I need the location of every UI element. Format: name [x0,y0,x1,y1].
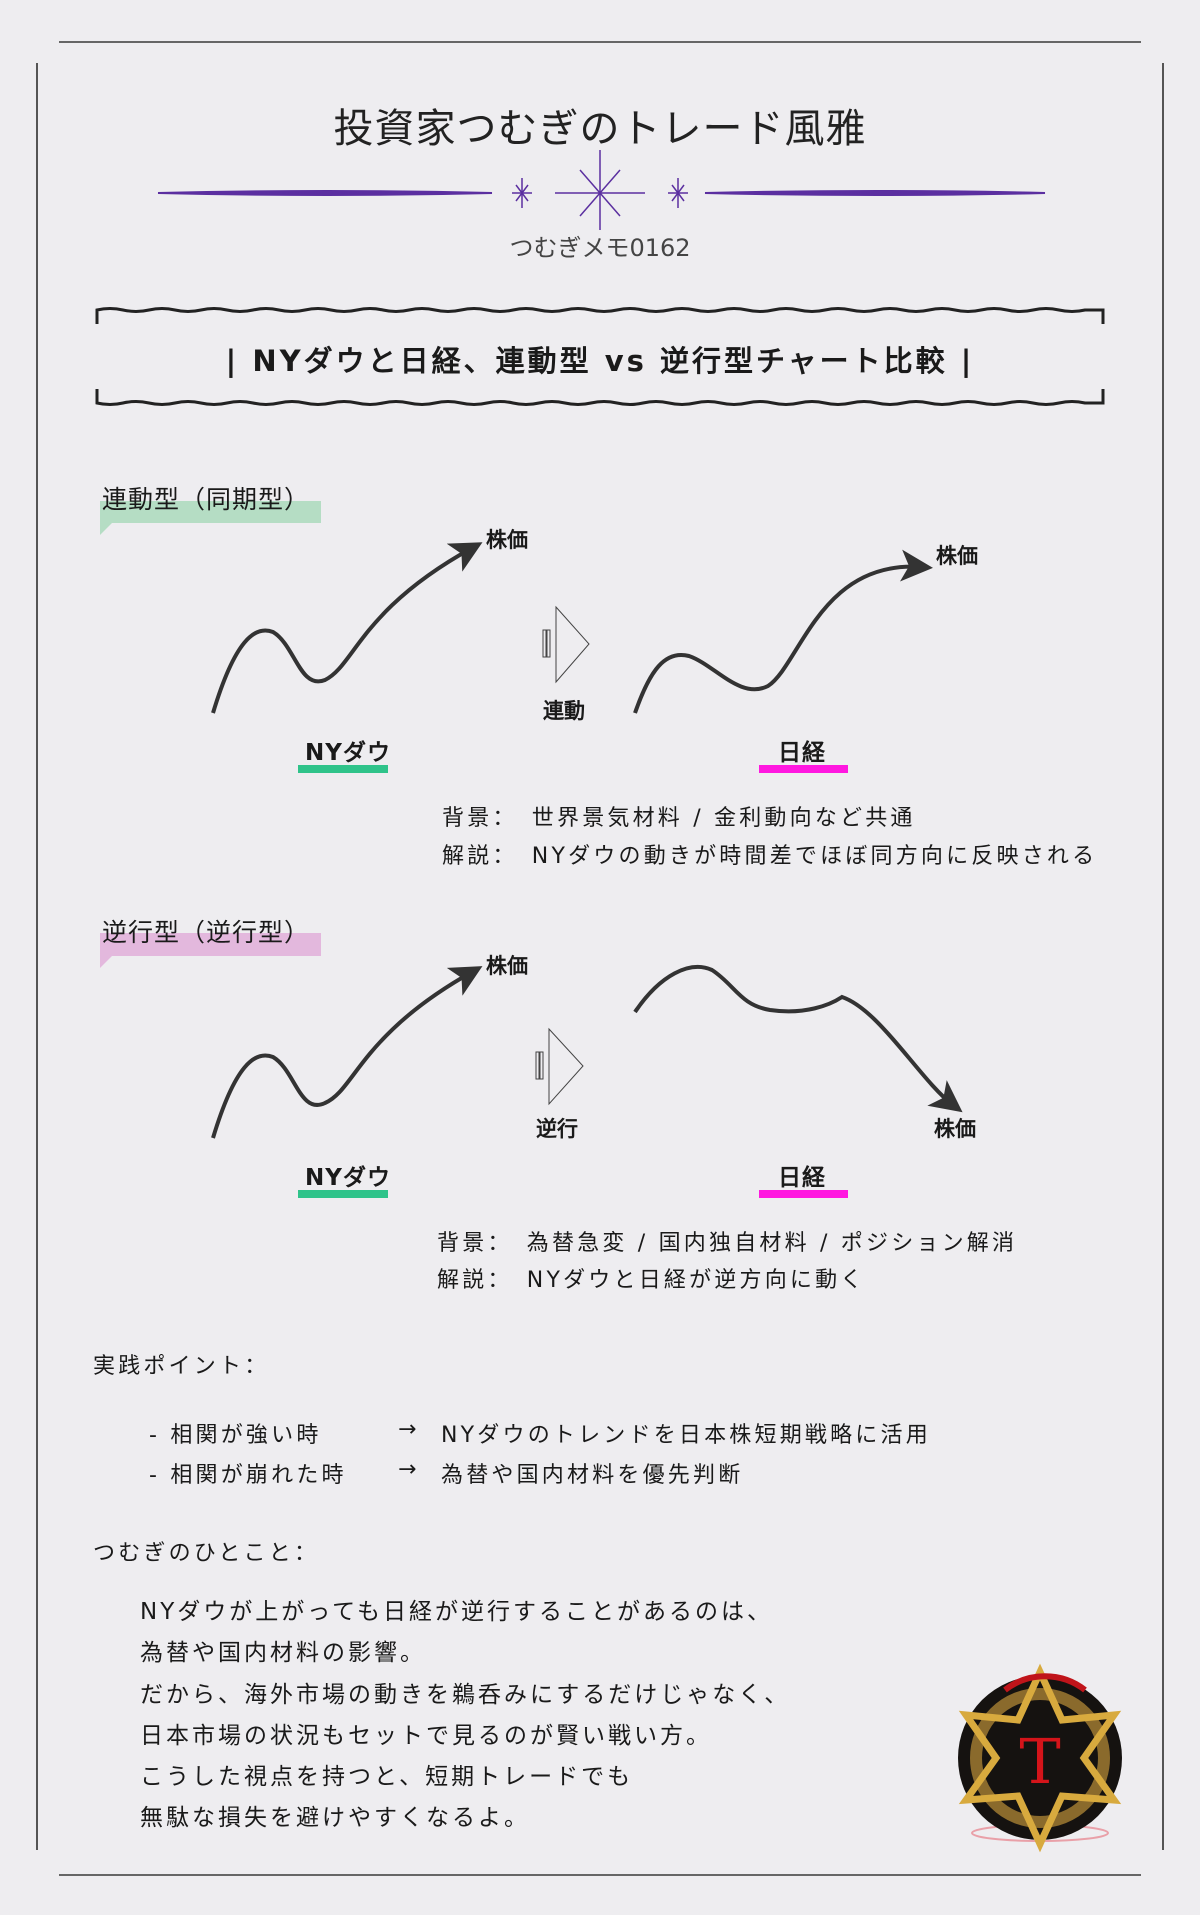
background-text: 背景： 為替急変 / 国内独自材料 / ポジション解消 [437,1231,1018,1256]
section2-label-highlight [100,933,321,968]
background-text: 背景： 世界景気材料 / 金利動向など共通 [442,806,916,831]
comment-line: 為替や国内材料の影響。 [140,1640,426,1666]
arrow-label: 連動 [543,699,585,723]
heading-box [95,307,1105,406]
explanation-text: 解説： NYダウと日経が逆方向に動く [437,1268,866,1293]
memo-id: つむぎメモ0162 [509,234,691,262]
arrow-label: 逆行 [536,1117,578,1141]
logo-letter: T [1019,1725,1060,1798]
ny-dow-curve-1 [211,542,483,714]
arrow-right-icon-1 [542,605,590,684]
nikkei-curve-2 [633,965,963,1113]
price-label: 株価 [486,954,528,978]
nikkei-name: 日経 [778,740,826,766]
sparkle-divider [157,150,1046,230]
price-label: 株価 [936,544,978,568]
arrow-right-icon-2 [535,1027,584,1106]
practice-condition: - 相関が崩れた時 [149,1463,347,1488]
nikkei-underline-2 [759,1190,848,1198]
explanation-text: 解説： NYダウの動きが時間差でほぼ同方向に反映される [442,844,1098,869]
section1-label: 連動型（同期型） [102,485,311,514]
comment-line: 日本市場の状況もセットで見るのが賢い戦い方。 [140,1723,712,1749]
comment-line: 無駄な損失を避けやすくなるよ。 [140,1805,530,1831]
price-label: 株価 [934,1117,976,1141]
ny-dow-curve-2 [211,966,483,1139]
star-icon-right [668,178,688,208]
practice-arrow: → [398,1457,420,1482]
section1-label-highlight [100,501,321,535]
ny-dow-name: NYダウ [305,740,391,766]
comment-title: つむぎのひとこと： [93,1541,320,1566]
ny-dow-underline-2 [298,1190,388,1198]
page-title: 投資家つむぎのトレード風雅 [333,106,867,152]
ny-dow-underline-1 [298,765,388,773]
comment-line: だから、海外市場の動きを鵜呑みにするだけじゃなく、 [140,1682,791,1708]
practice-action: 為替や国内材料を優先判断 [441,1463,744,1488]
ny-dow-name: NYダウ [305,1165,391,1191]
comment-line: こうした視点を持つと、短期トレードでも [140,1764,634,1790]
practice-action: NYダウのトレンドを日本株短期戦略に活用 [441,1423,931,1448]
nikkei-curve-1 [633,549,933,714]
section2-label: 逆行型（逆行型） [102,918,311,947]
nikkei-name: 日経 [778,1165,826,1191]
star-icon-left [512,178,532,208]
comment-line: NYダウが上がっても日経が逆行することがあるのは、 [140,1599,773,1625]
section-heading: | NYダウと日経、連動型 vs 逆行型チャート比較 | [225,344,975,378]
practice-arrow: → [398,1417,420,1442]
price-label: 株価 [486,528,528,552]
nikkei-underline-1 [759,765,848,773]
practice-title: 実践ポイント： [93,1354,270,1379]
practice-condition: - 相関が強い時 [149,1423,322,1448]
star-icon-center [555,150,645,230]
brand-logo-emblem: T [958,1663,1122,1853]
